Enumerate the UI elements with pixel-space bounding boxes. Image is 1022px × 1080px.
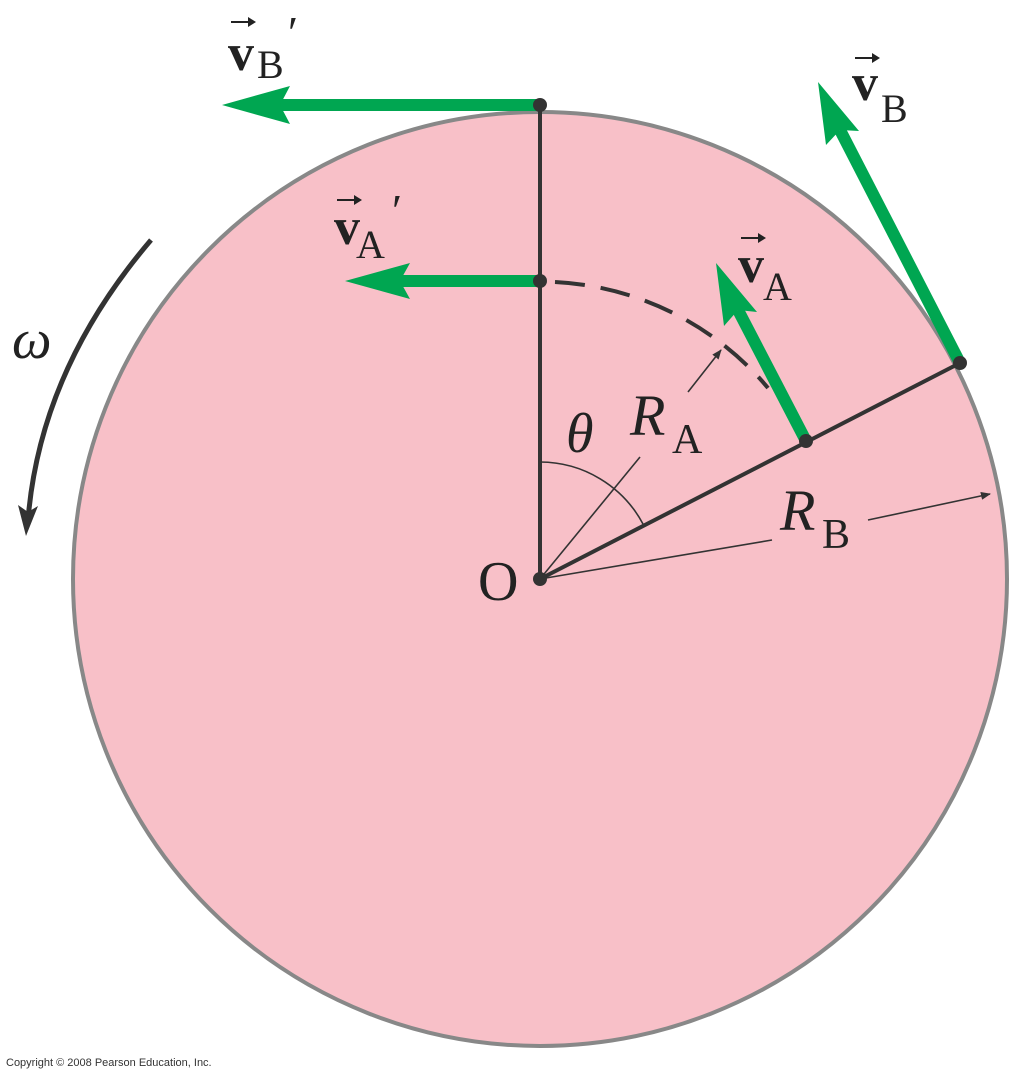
label-ra: R A [629, 383, 703, 463]
omega-rotation-arrow [25, 238, 153, 521]
label-origin: O [478, 551, 518, 613]
dashed-arc-ra [554, 280, 770, 390]
label-vb: v B [852, 53, 908, 131]
velocity-vector-vb-prime-head [222, 86, 290, 124]
rb-leader-line-upper [867, 491, 991, 521]
point-a-dot [799, 434, 813, 448]
velocity-vector-va-head [716, 263, 757, 326]
point-b-prime-dot [533, 98, 547, 112]
label-ra-subscript: A [672, 417, 703, 463]
label-vb-prime: v B ′ [228, 7, 298, 87]
label-va: v A [738, 233, 792, 309]
label-rb-main: R [779, 478, 815, 543]
label-vb-prime-arrowhead [248, 17, 256, 27]
velocity-vector-vb-head [818, 82, 859, 145]
point-a-prime-dot [533, 274, 547, 288]
label-va-prime-prime: ′ [392, 185, 402, 236]
label-rb: R B [779, 478, 850, 558]
ra-leader-line-lower [539, 456, 641, 580]
rotated-radius-line [539, 361, 961, 581]
velocity-vector-vb [834, 127, 966, 366]
label-rb-subscript: B [822, 512, 850, 558]
label-vb-prime-prime: ′ [288, 7, 298, 58]
rb-leader-line-lower [539, 539, 773, 580]
label-vb-vector: v [852, 55, 878, 112]
label-vb-arrowhead [872, 53, 880, 63]
label-va-subscript: A [763, 264, 792, 309]
origin-dot [533, 572, 547, 586]
label-va-prime: v A ′ [334, 185, 402, 267]
omega-rotation-arrow-head [18, 505, 38, 536]
label-theta: θ [566, 403, 594, 465]
copyright-notice: Copyright © 2008 Pearson Education, Inc. [6, 1057, 212, 1069]
label-vb-prime-vector: v [228, 25, 254, 82]
label-ra-main: R [629, 383, 665, 448]
label-va-prime-vector: v [334, 199, 360, 256]
velocity-vector-va-prime-head [345, 263, 410, 299]
label-va-arrowhead [758, 233, 766, 243]
theta-angle-arc [539, 461, 644, 525]
label-vb-prime-subscript: B [257, 42, 284, 87]
ra-leader-line-upper [687, 349, 722, 393]
label-va-prime-arrowhead [354, 195, 362, 205]
label-va-vector: v [738, 237, 764, 294]
velocity-vector-va [732, 307, 812, 444]
label-va-prime-subscript: A [356, 222, 385, 267]
label-vb-subscript: B [881, 86, 908, 131]
point-b-dot [953, 356, 967, 370]
label-omega: ω [12, 309, 52, 371]
